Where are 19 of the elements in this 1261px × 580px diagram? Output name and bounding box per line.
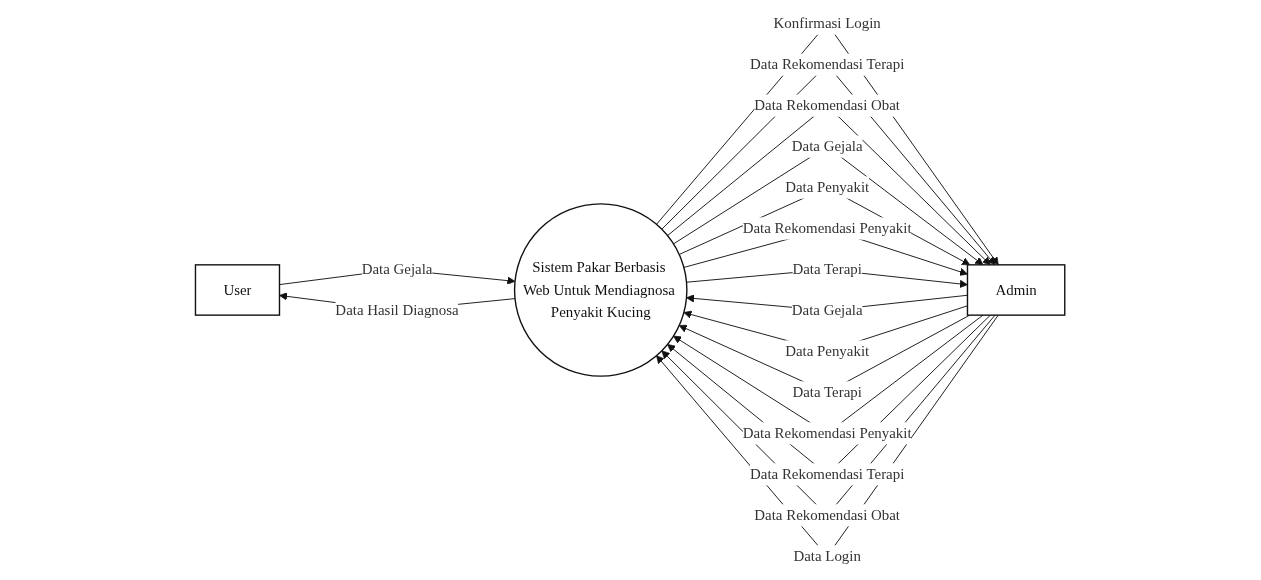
node-circle: Sistem Pakar Berbasis Web Untuk Mendiagnosa Penyakit Kucing (514, 203, 688, 377)
edge-label: Data Penyakit (785, 179, 870, 195)
edge-label: Data Rekomendasi Penyakit (743, 220, 912, 236)
edge-label: Data Rekomendasi Terapi (750, 466, 905, 482)
edge-label: Data Gejala (792, 138, 863, 155)
edge-label: Data Terapi (792, 384, 863, 400)
edge-label: Data Gejala (792, 302, 863, 318)
edge-label: Data Terapi (792, 261, 863, 277)
edge-label: Data Penyakit (785, 343, 870, 359)
edge-label: Konfirmasi Login (773, 15, 882, 32)
node-box: Admin (967, 264, 1066, 316)
edge-label: Data Rekomendasi Terapi (750, 56, 905, 73)
edge-label: Data Rekomendasi Obat (754, 507, 901, 523)
edge-label: Data Rekomendasi Obat (754, 97, 901, 114)
edge-label: Data Rekomendasi Penyakit (743, 425, 912, 441)
edge-label: Data Hasil Diagnosa (335, 302, 460, 318)
edge-label: Data Login (793, 547, 862, 564)
node-box: User (195, 264, 281, 316)
edge-label: Data Gejala (362, 261, 433, 277)
